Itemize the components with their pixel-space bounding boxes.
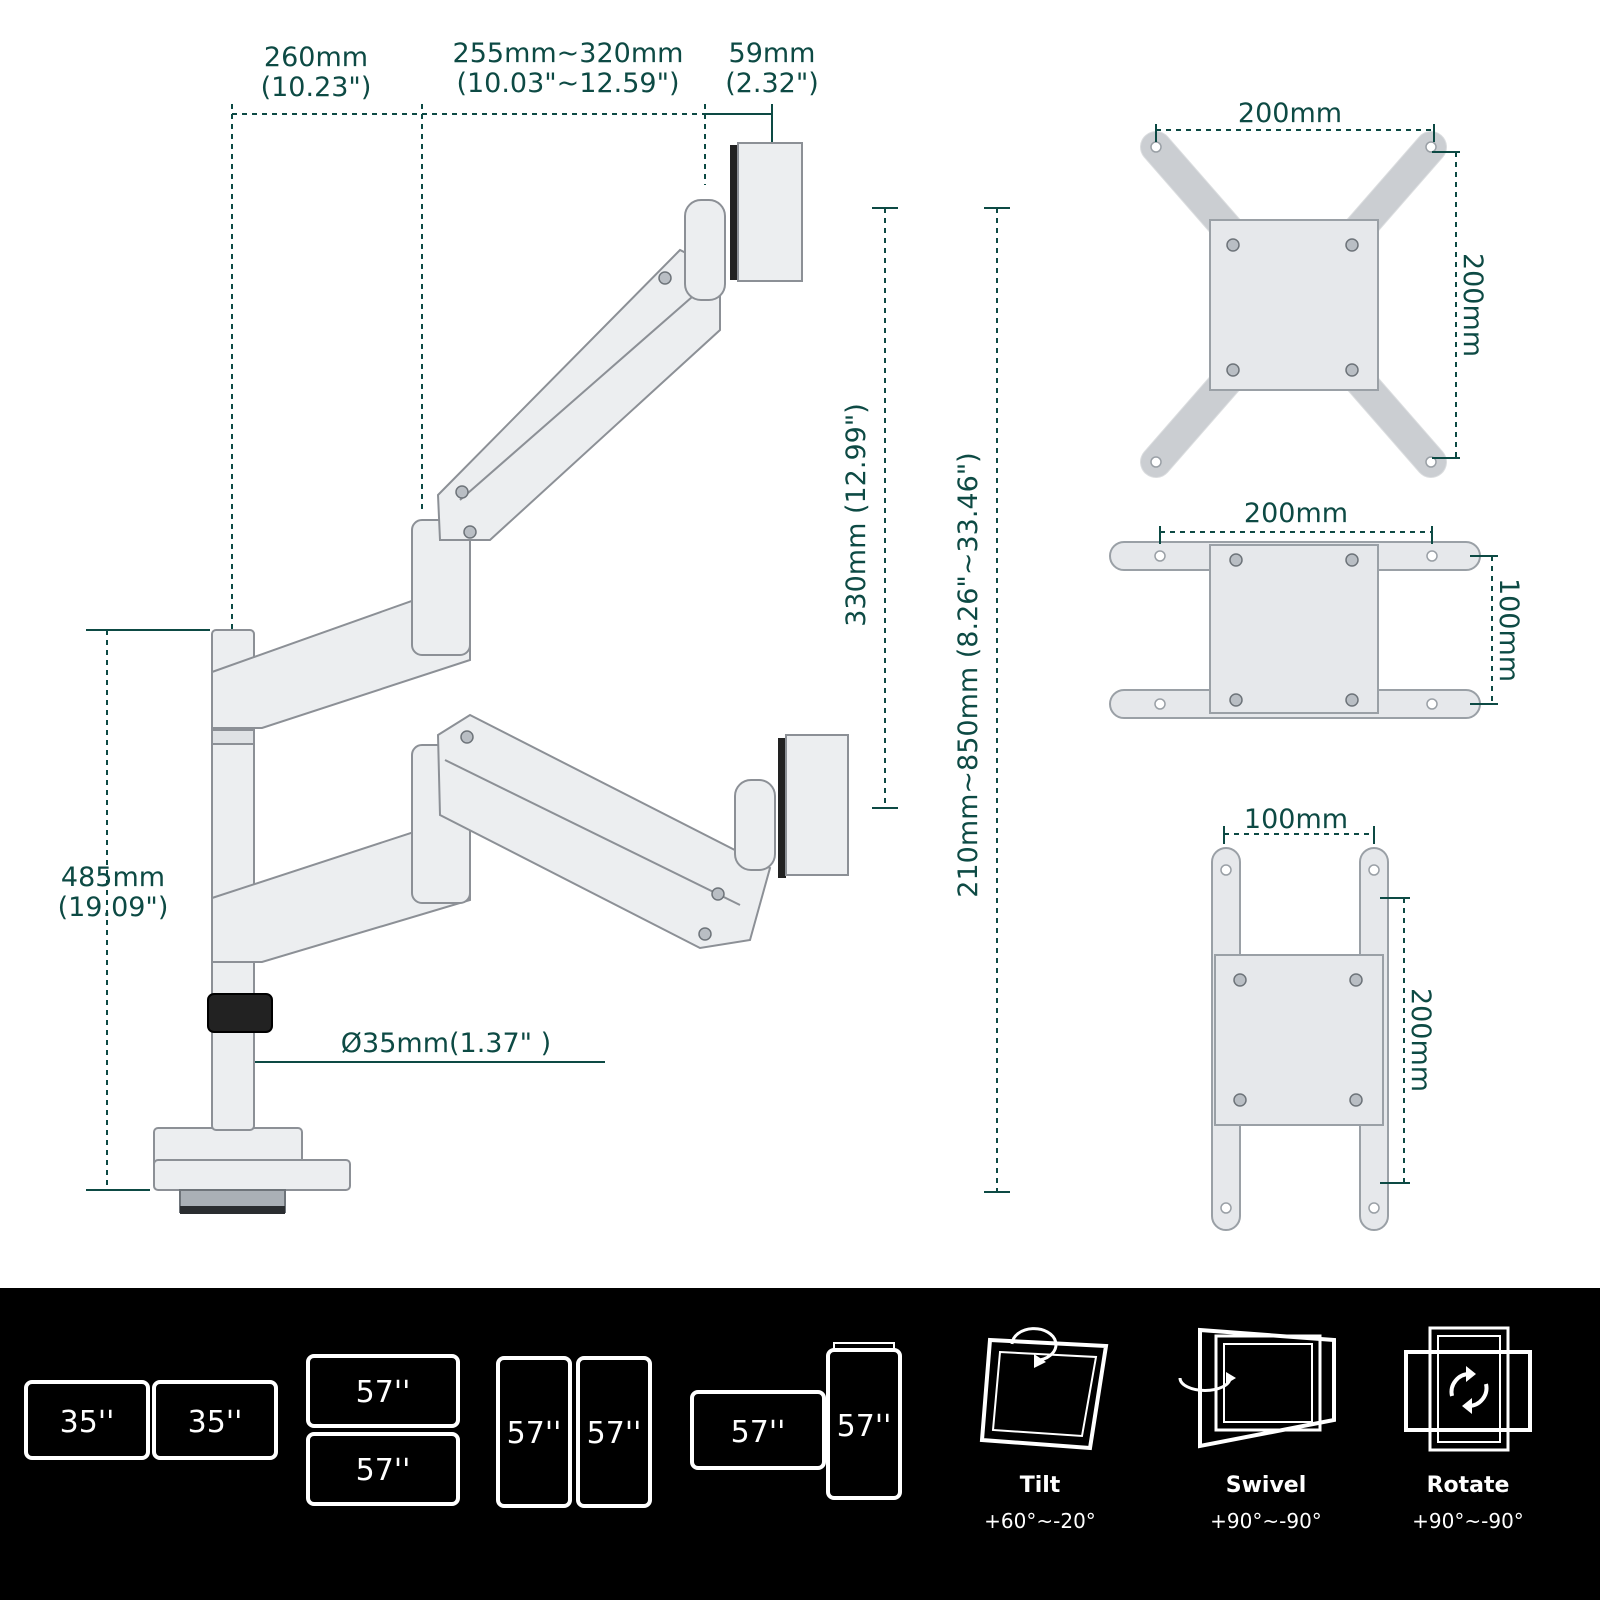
vesa-plate3-height: 200mm xyxy=(1405,988,1436,1092)
vesa-plate-200x200 xyxy=(1140,124,1460,478)
vesa-plate2-width: 200mm xyxy=(1244,498,1348,529)
feature-title: Swivel xyxy=(1226,1473,1307,1498)
screen-config-dual-35 xyxy=(24,1380,278,1460)
feature-title: Tilt xyxy=(1020,1473,1061,1498)
feature-range: +90°~-90° xyxy=(1210,1509,1322,1533)
pole-height-inch-label: (19.09") xyxy=(58,892,169,923)
screen-config-portrait-57 xyxy=(496,1356,652,1508)
vesa-plate1-height: 200mm xyxy=(1457,253,1488,357)
feature-title: Rotate xyxy=(1427,1473,1510,1498)
width-top-inch-label: (10.23") xyxy=(261,72,372,103)
screen-label: 35'' xyxy=(60,1405,115,1440)
offset-inch-label: (2.32") xyxy=(725,68,819,99)
pole-diameter-label: Ø35mm(1.37" ) xyxy=(341,1028,551,1059)
screen-config-mixed-57 xyxy=(690,1342,902,1500)
vesa-plate2-height: 100mm xyxy=(1493,578,1524,682)
swivel-icon xyxy=(1178,1327,1336,1449)
arm-length-label: 255mm~320mm xyxy=(453,38,684,69)
vesa-plate-100x200 xyxy=(1211,826,1410,1231)
offset-label: 59mm xyxy=(729,38,816,69)
feature-range: +90°~-90° xyxy=(1412,1509,1524,1533)
screen-label: 57'' xyxy=(837,1409,892,1444)
total-height-label: 210mm~850mm (8.26"~33.46") xyxy=(953,452,984,897)
tilt-icon xyxy=(979,1327,1109,1451)
vesa-plate1-width: 200mm xyxy=(1238,98,1342,129)
screen-label: 57'' xyxy=(731,1415,786,1450)
feature-range: +60°~-20° xyxy=(984,1509,1096,1533)
screen-label: 57'' xyxy=(356,1375,411,1410)
feature-band xyxy=(0,1288,1600,1600)
width-top-label: 260mm xyxy=(264,42,368,73)
vesa-plate3-width: 100mm xyxy=(1244,804,1348,835)
arm-length-inch-label: (10.03"~12.59") xyxy=(456,68,679,99)
pole-height-label: 485mm xyxy=(61,862,165,893)
arm-vertical-label: 330mm (12.99") xyxy=(841,403,872,627)
screen-label: 35'' xyxy=(188,1405,243,1440)
vesa-plate-200x100 xyxy=(1109,526,1498,719)
dimension-lines xyxy=(86,104,1010,1193)
screen-config-stacked-57 xyxy=(306,1354,460,1506)
monitor-arm xyxy=(153,142,849,1214)
screen-label: 57'' xyxy=(356,1453,411,1488)
screen-label: 57'' xyxy=(587,1416,642,1451)
screen-label: 57'' xyxy=(507,1416,562,1451)
rotate-icon xyxy=(1404,1326,1532,1452)
